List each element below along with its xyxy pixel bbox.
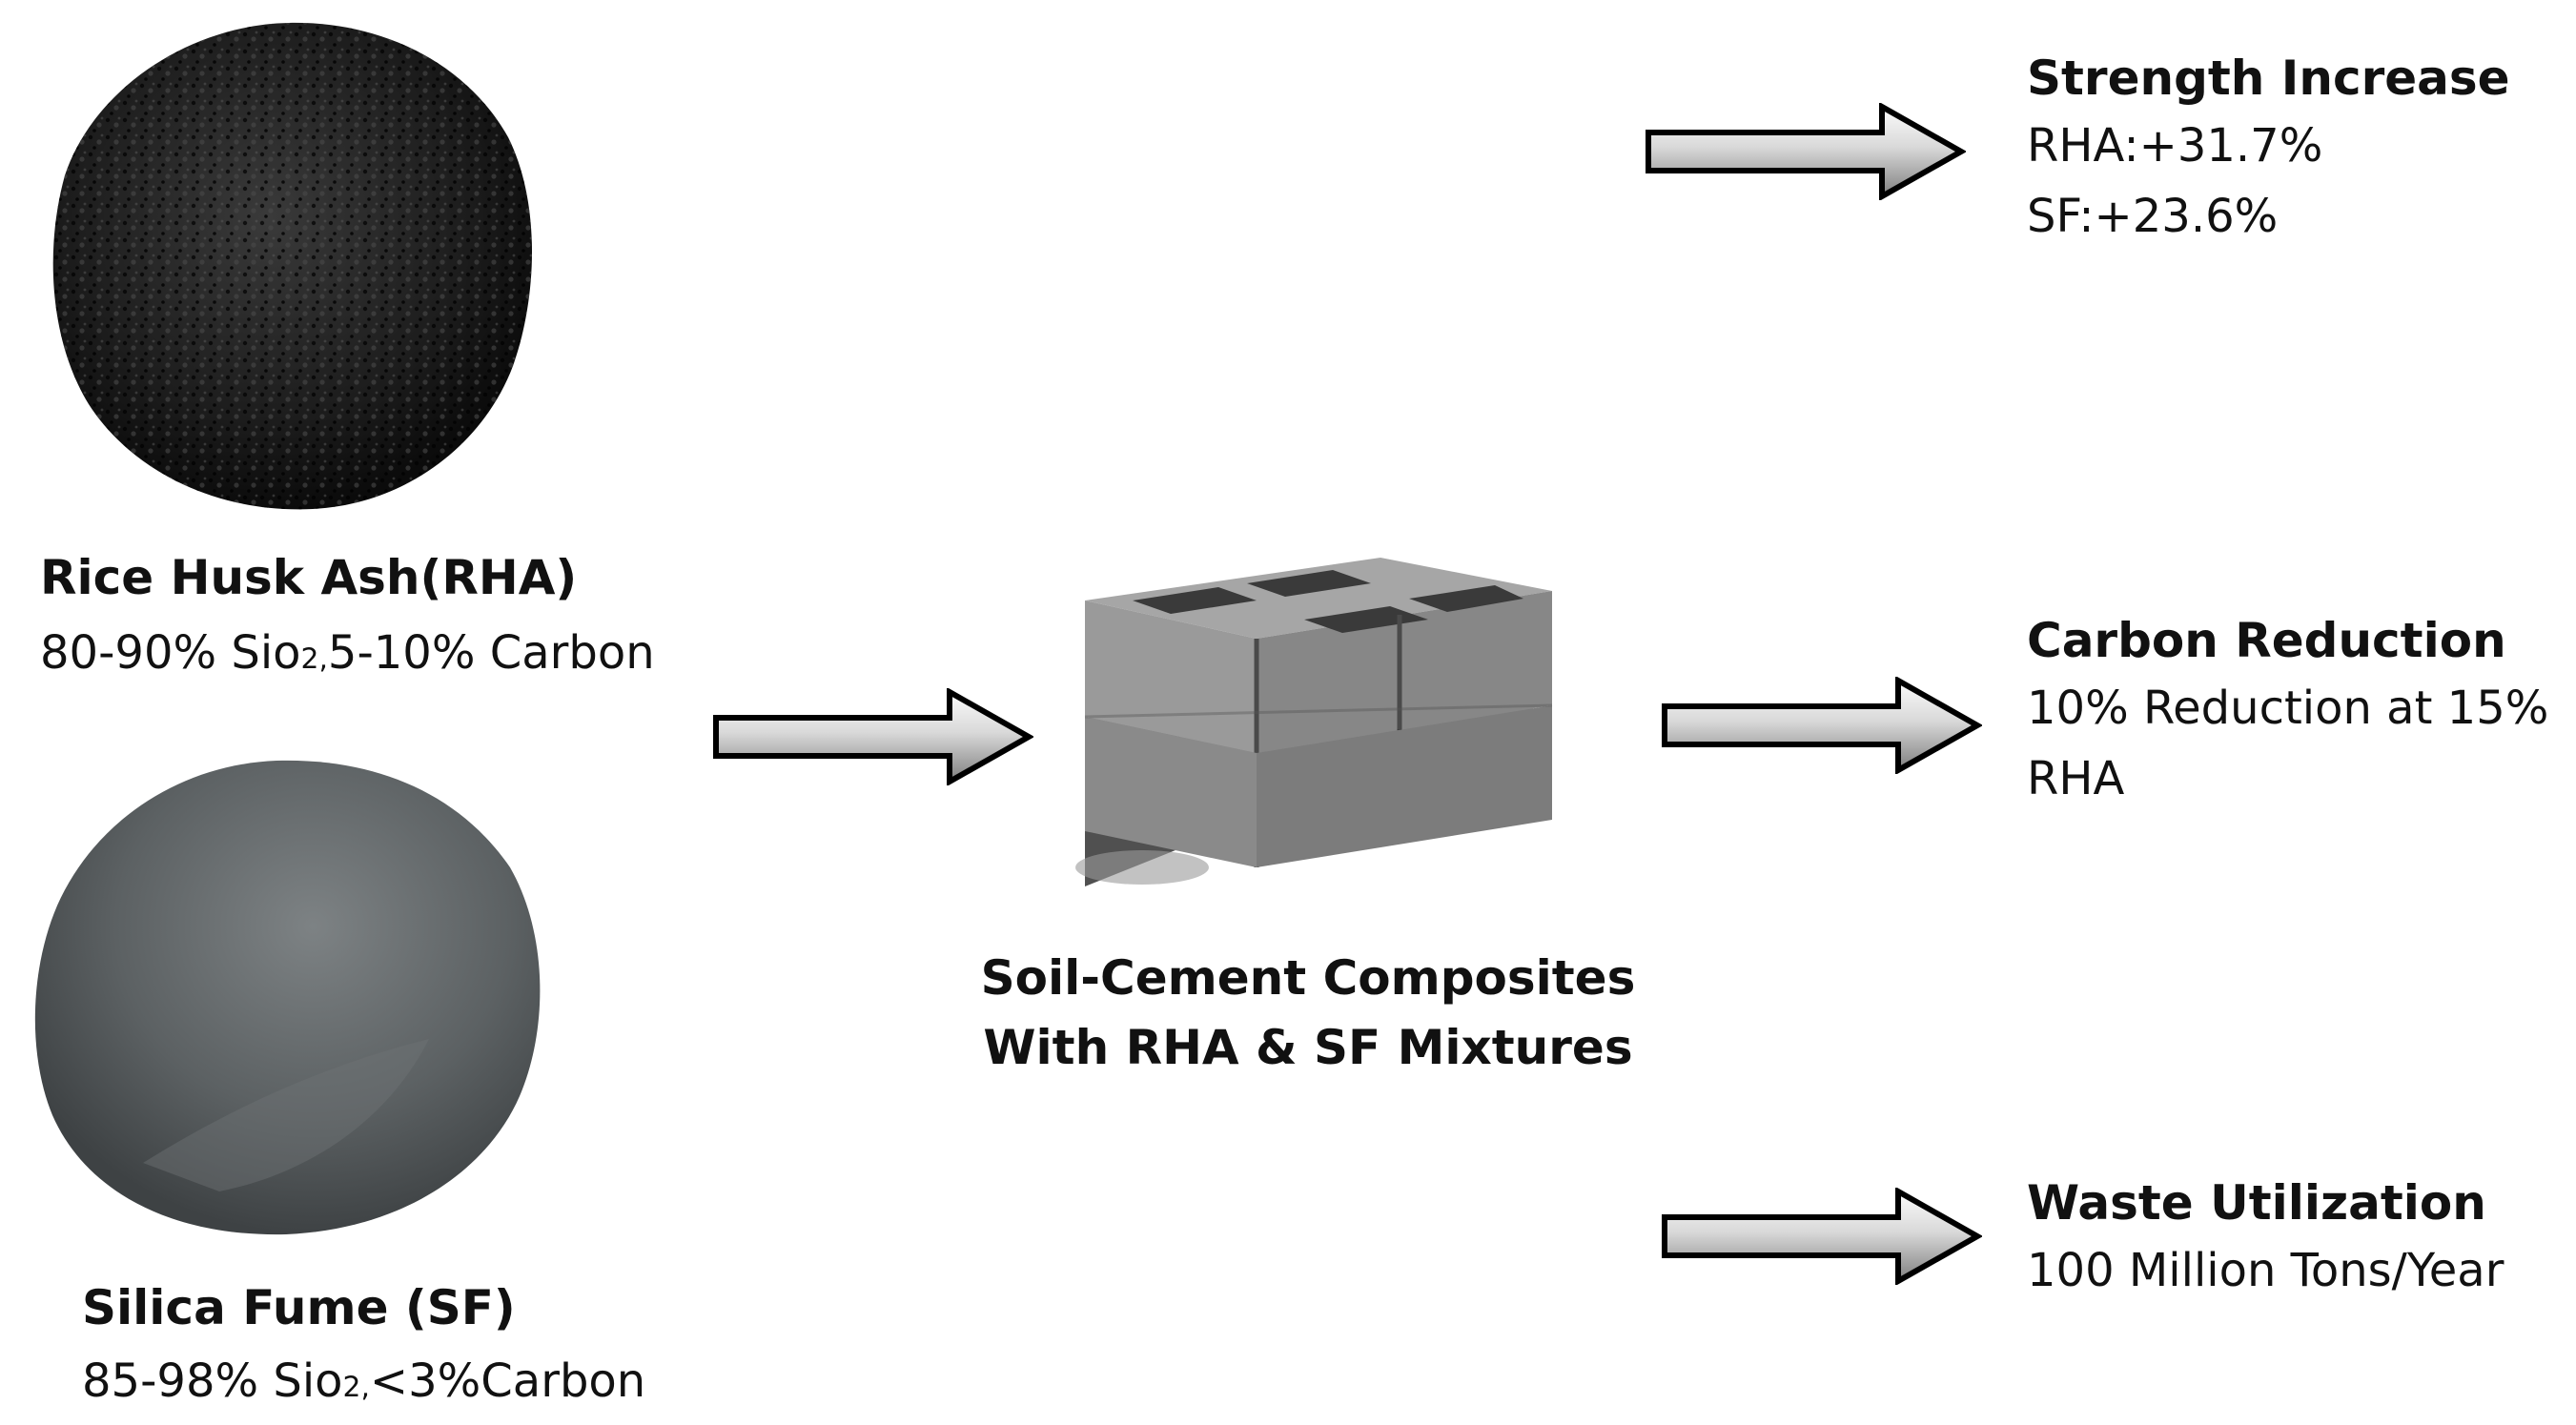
right-arrow-icon (1662, 677, 1982, 774)
outcome-carbon-line-2: RHA (2027, 752, 2125, 806)
outcome-waste: Waste Utilization 100 Million Tons/Year (2027, 1174, 2504, 1306)
black-ash-pile-icon (52, 22, 533, 510)
outcome-strength-line-2: SF:+23.6% (2027, 190, 2279, 244)
grey-powder-pile-icon (34, 760, 541, 1235)
outcome-carbon-line-1: 10% Reduction at 15% (2027, 682, 2549, 735)
right-arrow-icon (713, 688, 1033, 785)
outcome-carbon-title: Carbon Reduction (2027, 613, 2506, 668)
product-line-2: With RHA & SF Mixtures (983, 1019, 1633, 1075)
output-arrow-strength (1646, 103, 1966, 200)
outcome-strength-line-1: RHA:+31.7% (2027, 119, 2323, 173)
rha-desc-sub: 2, (300, 642, 328, 676)
sf-desc-post: <3%Carbon (369, 1354, 646, 1408)
output-arrow-carbon (1662, 677, 1982, 774)
right-arrow-icon (1646, 103, 1966, 200)
sf-description: 85-98% Sio2,<3%Carbon (82, 1346, 645, 1416)
outcome-waste-title: Waste Utilization (2027, 1175, 2486, 1231)
output-arrow-waste (1662, 1188, 1982, 1285)
outcome-strength: Strength Increase RHA:+31.7% SF:+23.6% (2027, 50, 2510, 253)
outcome-carbon: Carbon Reduction 10% Reduction at 15% RH… (2027, 612, 2548, 815)
product-caption: Soil-Cement Composites With RHA & SF Mix… (965, 944, 1651, 1082)
sf-title: Silica Fume (SF) (82, 1280, 516, 1335)
hollow-cement-blocks-icon (1075, 558, 1553, 886)
sf-desc-sub: 2, (342, 1371, 370, 1404)
outcome-strength-title: Strength Increase (2027, 51, 2510, 106)
right-arrow-icon (1662, 1188, 1982, 1285)
input-arrow (713, 688, 1033, 785)
product-line-1: Soil-Cement Composites (980, 950, 1636, 1006)
rha-desc-pre: 80-90% Sio (40, 626, 301, 680)
sf-image (29, 753, 548, 1239)
rha-title: Rice Husk Ash(RHA) (40, 550, 578, 605)
outcome-waste-line-1: 100 Million Tons/Year (2027, 1244, 2504, 1297)
cement-blocks-image (1066, 467, 1581, 915)
rha-description: 80-90% Sio2,5-10% Carbon (40, 618, 655, 688)
rha-desc-post: 5-10% Carbon (327, 626, 655, 680)
rha-image (36, 13, 542, 519)
sf-desc-pre: 85-98% Sio (82, 1354, 343, 1408)
